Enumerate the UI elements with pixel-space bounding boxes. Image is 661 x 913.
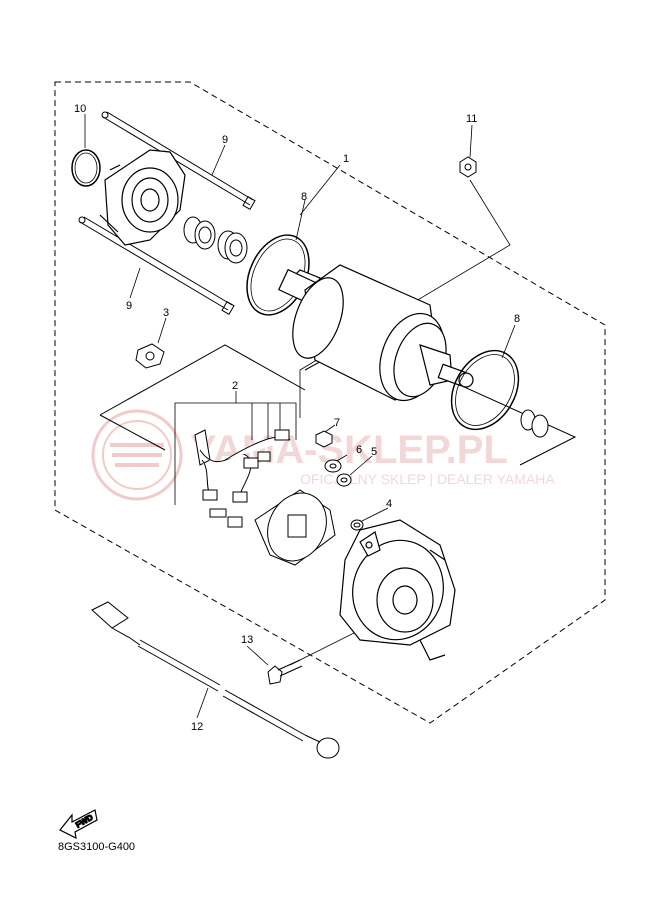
watermark: YAMA-SKLEP.PL OFICJALNY SKLEP | DEALER Y… xyxy=(91,409,555,501)
callout-8-lower: 8 xyxy=(514,313,520,325)
callout-13: 13 xyxy=(241,634,253,646)
nut-7 xyxy=(315,430,333,448)
assembly-boundary xyxy=(54,81,606,724)
callout-11: 11 xyxy=(466,113,477,125)
callout-9-lower: 9 xyxy=(126,300,132,312)
callout-3: 3 xyxy=(163,307,169,319)
motor-armature xyxy=(277,264,474,402)
brush-holder-assembly xyxy=(194,429,336,566)
callout-12: 12 xyxy=(191,721,203,733)
fwd-arrow-icon: FWD xyxy=(59,809,98,840)
callout-7: 7 xyxy=(334,417,340,429)
callout-8-upper: 8 xyxy=(301,191,307,203)
watermark-sub-text: OFICJALNY SKLEP | DEALER YAMAHA xyxy=(300,471,555,487)
o-ring-8-lower xyxy=(450,349,520,431)
callout-4: 4 xyxy=(386,498,392,510)
callout-labels: 1 2 3 4 5 6 7 8 8 9 9 10 11 12 13 xyxy=(74,103,520,733)
bushing xyxy=(520,409,549,438)
nut-11 xyxy=(459,156,477,178)
diagram-code: 8GS3100-G400 xyxy=(58,841,136,853)
callout-5: 5 xyxy=(371,446,377,458)
bolt-13 xyxy=(267,659,303,685)
front-cover xyxy=(99,149,186,246)
callout-10: 10 xyxy=(74,103,86,115)
callout-6: 6 xyxy=(356,444,362,456)
leader-lines xyxy=(84,114,516,719)
terminal-nut-3 xyxy=(135,343,165,369)
through-bolt-lower xyxy=(78,216,235,316)
bearing-right xyxy=(217,230,248,264)
callout-2: 2 xyxy=(232,380,238,392)
o-ring-10 xyxy=(71,149,101,187)
bearing-left xyxy=(183,216,216,250)
lead-cable-12 xyxy=(91,601,340,759)
callout-9-upper: 9 xyxy=(222,134,228,146)
callout-1: 1 xyxy=(343,153,349,165)
rear-cover xyxy=(339,519,456,661)
washers xyxy=(315,430,364,531)
watermark-logo-icon xyxy=(91,409,183,501)
